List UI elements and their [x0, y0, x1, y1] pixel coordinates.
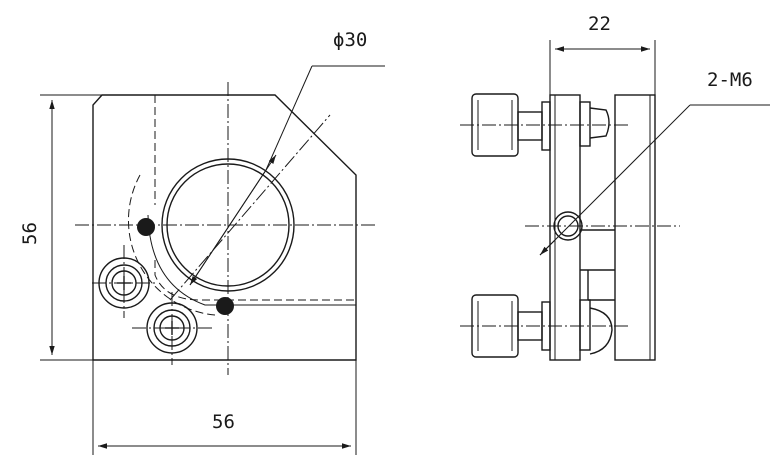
- inner-plate-edge: [147, 214, 356, 306]
- knob-lower: [460, 294, 630, 358]
- thickness-label: 22: [588, 13, 611, 35]
- inner-plate-dashed-edge: [154, 95, 356, 301]
- front-view-outline: [92, 94, 357, 361]
- knob-upper: [460, 93, 630, 157]
- aperture-dashed-arc: [127, 174, 216, 316]
- front-view: ϕ30 56 56: [19, 29, 385, 455]
- m6-leader-arrow: [539, 239, 556, 256]
- adjuster-screw-lower: [132, 292, 212, 365]
- adjuster-screw-upper: [92, 245, 158, 318]
- diameter-arrow-lower: [189, 169, 267, 286]
- contact-ball-bottom: [216, 297, 234, 315]
- diameter-label: ϕ30: [333, 29, 367, 51]
- m6-leader-line: [539, 104, 691, 256]
- width-label: 56: [212, 411, 235, 433]
- m6-label: 2-M6: [707, 69, 753, 91]
- height-label: 56: [19, 222, 41, 245]
- contact-ball-left: [137, 218, 155, 236]
- diagonal-centerline: [169, 114, 331, 301]
- side-view: 2-M6 22: [460, 13, 770, 361]
- front-plate: [549, 94, 581, 361]
- diameter-leader-line: [265, 65, 313, 171]
- back-plate: [614, 94, 656, 361]
